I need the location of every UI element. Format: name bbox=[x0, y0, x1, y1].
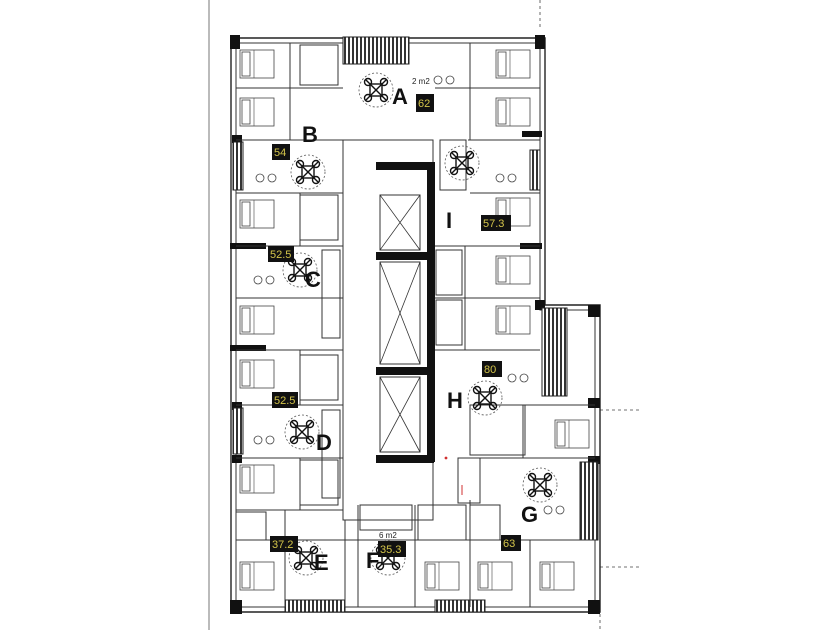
area-badges: 62 54 52.5 52.5 37.2 35.3 63 80 57.3 bbox=[268, 94, 521, 557]
lounge-chairs bbox=[253, 75, 565, 515]
unit-letter-f: F bbox=[366, 548, 379, 573]
marker bbox=[444, 456, 448, 460]
note-f: 6 m2 bbox=[379, 531, 397, 540]
unit-letter-b: B bbox=[302, 122, 318, 147]
area-label-c: 52.5 bbox=[270, 249, 291, 261]
unit-letter-h: H bbox=[447, 388, 463, 413]
core bbox=[342, 139, 435, 521]
unit-letter-c: C bbox=[305, 267, 321, 292]
unit-letters: A B C D E F G H I bbox=[302, 84, 538, 575]
area-label-e: 37.2 bbox=[272, 539, 293, 551]
unit-letter-g: G bbox=[521, 502, 538, 527]
area-label-i: 57.3 bbox=[483, 218, 504, 230]
area-label-g: 63 bbox=[503, 538, 515, 550]
balconies bbox=[232, 36, 599, 613]
bottom-partitions bbox=[235, 457, 595, 607]
area-label-b: 54 bbox=[274, 147, 286, 159]
unit-letter-e: E bbox=[314, 550, 329, 575]
unit-letter-d: D bbox=[316, 430, 332, 455]
unit-letter-a: A bbox=[392, 84, 408, 109]
area-label-d: 52.5 bbox=[274, 395, 295, 407]
area-label-f: 35.3 bbox=[380, 544, 401, 556]
right-partitions bbox=[435, 43, 595, 459]
left-partitions bbox=[236, 43, 343, 511]
note-a: 2 m2 bbox=[412, 77, 430, 86]
area-label-a: 62 bbox=[418, 98, 430, 110]
area-label-h: 80 bbox=[484, 364, 496, 376]
unit-letter-i: I bbox=[446, 208, 452, 233]
